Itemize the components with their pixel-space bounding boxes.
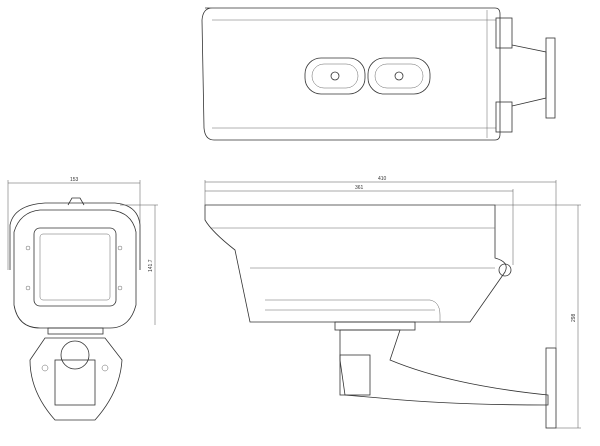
dimensions: 153 141.7 410 361 298 bbox=[7, 176, 581, 429]
side-view bbox=[204, 204, 557, 429]
dim-total-length: 410 bbox=[378, 176, 387, 182]
dim-body-length: 361 bbox=[355, 185, 364, 191]
top-view bbox=[201, 7, 556, 141]
lens-window-right bbox=[367, 57, 431, 95]
lens-window-left bbox=[304, 57, 366, 95]
wall-plate-side bbox=[545, 347, 557, 429]
dim-front-height: 141.7 bbox=[148, 259, 154, 272]
wall-plate-top bbox=[545, 37, 556, 119]
front-view bbox=[9, 197, 141, 421]
mount-arm-side bbox=[339, 329, 549, 406]
dim-front-width: 153 bbox=[70, 177, 79, 183]
dim-total-height: 298 bbox=[571, 313, 577, 322]
mount-front bbox=[29, 337, 123, 421]
front-glass bbox=[33, 227, 117, 307]
